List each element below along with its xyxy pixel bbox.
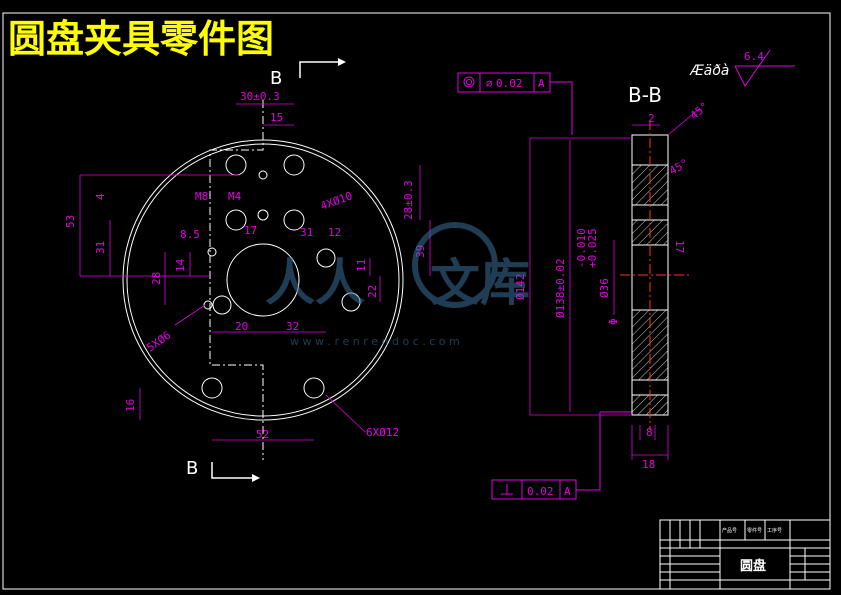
section-view: 2 45° 45° 17 Ø142 Ø138±0.02 Ø36 +0.025 -…	[514, 100, 711, 471]
tol-top-datum: A	[538, 77, 545, 90]
watermark-text: 文库	[430, 254, 530, 312]
sec-tol-upper: +0.025	[586, 228, 599, 268]
section-marker-top: B	[270, 68, 282, 89]
dim-28b: 28	[150, 272, 163, 285]
sec-dim-18: 18	[642, 458, 655, 471]
section-arrow-top	[299, 61, 338, 78]
section-arrowhead-bottom	[252, 474, 260, 482]
dim-15: 15	[270, 111, 283, 124]
dim-22: 22	[366, 285, 379, 298]
tol-bottom-datum: A	[564, 485, 571, 498]
roughness-value: 6.4	[744, 50, 764, 63]
dim-8-5: 8.5	[180, 228, 200, 241]
hole-small	[207, 247, 217, 257]
tolerance-frame-top: ⌀ 0.02 A	[457, 72, 573, 135]
sec-dim-8: 8	[646, 426, 653, 439]
section-arrow-bottom	[211, 462, 252, 479]
hole	[341, 292, 361, 312]
dim-20: 20	[235, 320, 248, 333]
dim-4: 4	[94, 193, 107, 200]
dim-11: 11	[355, 259, 368, 272]
dim-53: 53	[64, 215, 77, 228]
hole-small	[258, 170, 268, 180]
dim-5x6: 5XØ6	[144, 329, 173, 355]
dim-31: 31	[94, 241, 107, 254]
dim-30: 30±0.3	[240, 90, 280, 103]
hole	[201, 377, 223, 399]
hole	[283, 209, 305, 231]
dim-28: 28±0.3	[402, 180, 415, 220]
hole-small	[203, 300, 213, 310]
sec-tol-lower: -0.010	[575, 228, 588, 268]
tol-top-value: 0.02	[496, 77, 523, 90]
roughness-text: Æäðà	[689, 63, 729, 79]
dim-4x10: 4XØ10	[319, 189, 355, 213]
dim-m8: M8	[195, 190, 208, 203]
watermark: 人人 文库 w w w . r e n r e n d o c . c o m	[265, 222, 530, 348]
drawing-frame	[2, 12, 831, 590]
tb-row1: 产品号	[722, 527, 737, 534]
tb-row3: 工序号	[767, 527, 782, 534]
tol-top-symbol: ⌀	[486, 77, 493, 90]
watermark-mark: 人人	[265, 254, 365, 312]
front-view: 30±0.3 15 53 31 4 M8 M4 4XØ10 28±0.3 8.5…	[64, 90, 431, 460]
hole	[212, 295, 232, 315]
dim-14: 14	[174, 258, 187, 272]
title-block: 产品号 零件号 工序号 圆盘	[659, 519, 831, 590]
dim-17: 17	[244, 224, 257, 237]
sec-dim-2: 2	[648, 112, 655, 125]
sec-dim-cham2: 45°	[667, 156, 691, 177]
sec-dim-142: Ø142	[514, 274, 527, 301]
section-arrowhead-top	[338, 58, 346, 66]
section-line	[209, 100, 264, 460]
roughness-symbol: Æäðà 6.4	[689, 49, 795, 87]
section-view-label: B-B	[628, 83, 662, 107]
dim-m4: M4	[228, 190, 242, 203]
hole	[225, 209, 247, 231]
section-marker-bottom: B	[186, 458, 198, 479]
tb-row2: 零件号	[747, 527, 762, 534]
hole	[316, 248, 336, 268]
dim-31b: 31	[300, 226, 313, 239]
hole	[303, 377, 325, 399]
tolerance-frame-bottom: 0.02 A	[491, 411, 632, 500]
hole	[225, 154, 247, 176]
sec-dim-17: 17	[673, 240, 686, 253]
sec-note: Φ	[607, 318, 620, 325]
drawing-title: 圆盘夹具零件图	[8, 17, 274, 61]
front-dimension-lines	[79, 103, 431, 441]
sec-dim-cham1: 45°	[688, 100, 712, 123]
hole	[283, 154, 305, 176]
tb-part-name: 圆盘	[740, 558, 766, 574]
dim-32: 32	[286, 320, 299, 333]
tol-bottom-value: 0.02	[527, 485, 554, 498]
dim-52: 52	[256, 428, 269, 441]
dim-6x12: 6XØ12	[366, 426, 399, 439]
sec-dim-138: Ø138±0.02	[554, 258, 567, 318]
watermark-url: w w w . r e n r e n d o c . c o m	[290, 335, 460, 348]
dim-16: 16	[124, 399, 137, 412]
sec-dim-36: Ø36	[598, 278, 611, 298]
hole-small	[257, 209, 269, 221]
dim-12: 12	[328, 226, 341, 239]
center-bore	[226, 243, 300, 317]
